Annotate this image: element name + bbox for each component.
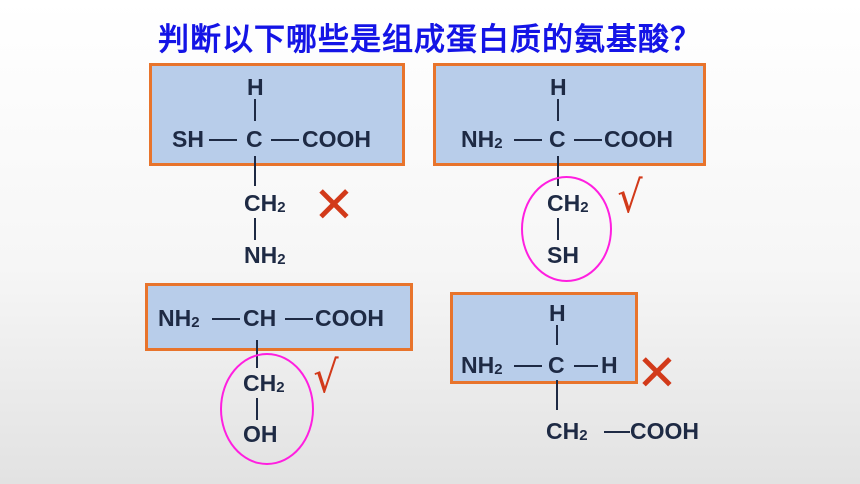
subscript: 2	[579, 427, 588, 444]
nh-text: NH	[244, 242, 278, 268]
core-box	[450, 292, 638, 384]
bond	[556, 325, 558, 345]
group-nh2: NH2	[158, 305, 200, 332]
ch-text: CH	[546, 418, 580, 444]
group-ch: CH	[243, 305, 277, 331]
group-cooh: COOH	[604, 126, 673, 152]
r-group-highlight	[521, 176, 612, 282]
subscript: 2	[277, 251, 286, 268]
ch-text: CH	[244, 190, 278, 216]
core-box	[433, 63, 706, 166]
bond	[604, 431, 630, 433]
bond	[574, 365, 598, 367]
subscript: 2	[277, 199, 286, 216]
wrong-mark: ✕	[313, 176, 355, 234]
subscript: 2	[191, 314, 200, 331]
page-title: 判断以下哪些是组成蛋白质的氨基酸？	[158, 22, 702, 58]
wrong-mark: ✕	[636, 344, 678, 402]
group-nh2: NH2	[461, 126, 503, 153]
right-mark: √	[617, 172, 643, 223]
nh-text: NH	[158, 305, 192, 331]
group-ch2: CH2	[244, 190, 286, 217]
bond	[556, 380, 558, 410]
atom-h: H	[550, 74, 567, 100]
right-mark: √	[313, 352, 339, 403]
r-group-highlight	[220, 353, 314, 465]
group-nh2: NH2	[461, 352, 503, 379]
core-box	[149, 63, 405, 166]
subscript: 2	[494, 361, 503, 378]
group-ch2: CH2	[546, 418, 588, 445]
bond	[574, 139, 602, 141]
group-nh2: NH2	[244, 242, 286, 269]
bond	[514, 365, 542, 367]
group-cooh: COOH	[302, 126, 371, 152]
nh-text: NH	[461, 126, 495, 152]
group-cooh: COOH	[630, 418, 699, 444]
core-box	[145, 283, 413, 351]
atom-c: C	[246, 126, 263, 152]
bond	[514, 139, 542, 141]
atom-h: H	[601, 352, 618, 378]
bond	[254, 218, 256, 240]
atom-h: H	[549, 300, 566, 326]
bond	[254, 156, 256, 186]
atom-c: C	[548, 352, 565, 378]
bond	[557, 156, 559, 186]
group-cooh: COOH	[315, 305, 384, 331]
bond	[212, 318, 240, 320]
atom-c: C	[549, 126, 566, 152]
bond	[254, 99, 256, 121]
bond	[209, 139, 237, 141]
nh-text: NH	[461, 352, 495, 378]
bond	[285, 318, 313, 320]
atom-h: H	[247, 74, 264, 100]
group-sh: SH	[172, 126, 204, 152]
subscript: 2	[494, 135, 503, 152]
bond	[557, 99, 559, 121]
bond	[271, 139, 299, 141]
